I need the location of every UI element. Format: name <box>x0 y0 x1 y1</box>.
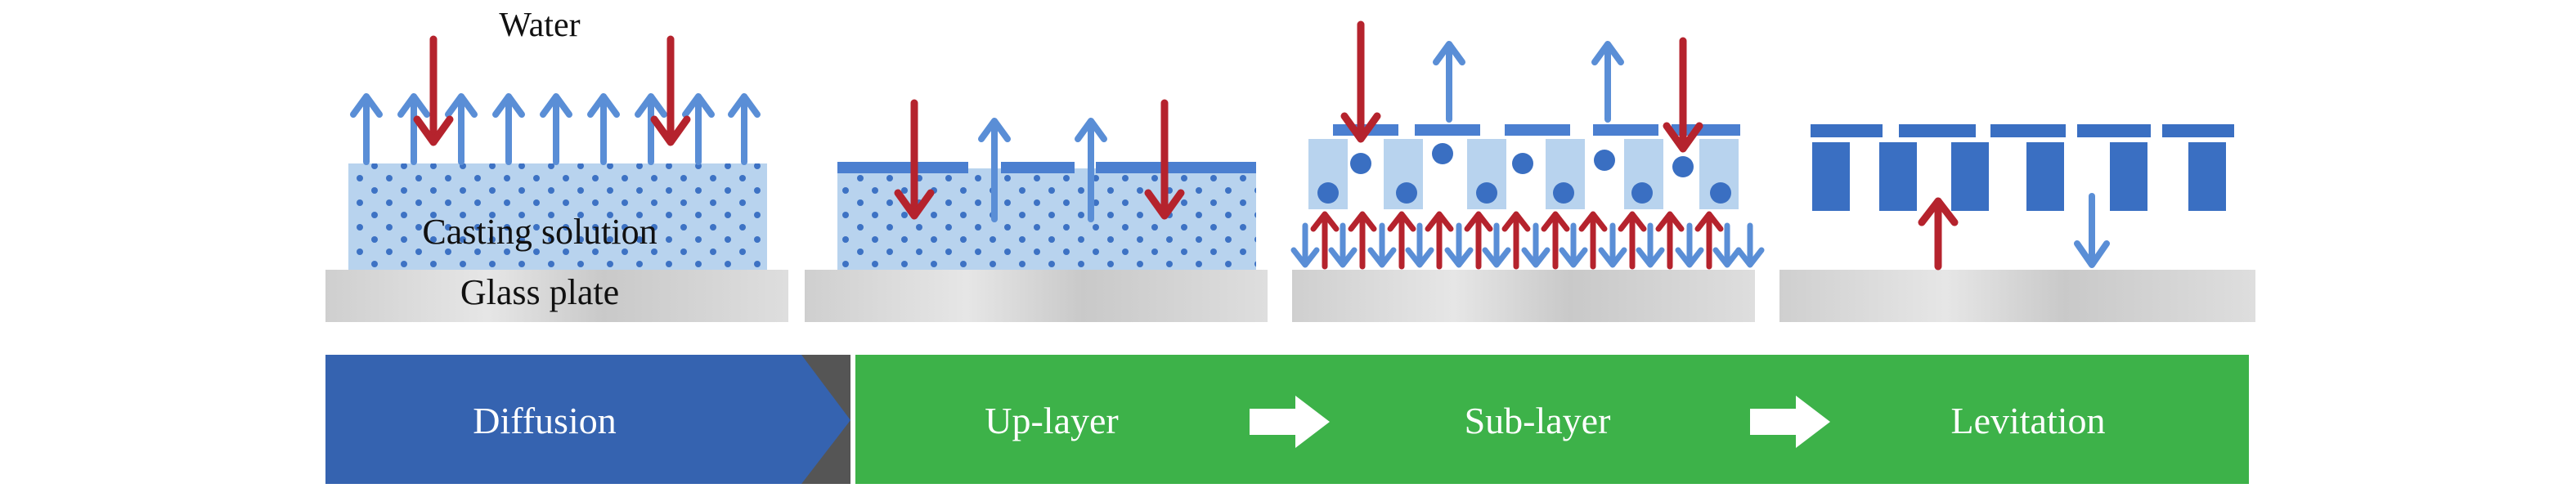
water-label: Water <box>499 7 580 44</box>
red-down-arrow <box>1340 20 1381 143</box>
white-arrow <box>1250 396 1330 448</box>
blue-down-arrow <box>1405 222 1434 268</box>
pore-columns <box>1308 139 1739 209</box>
blue-down-arrow <box>1636 222 1665 268</box>
blue-up-arrow <box>397 93 430 165</box>
solution-dots <box>348 163 767 270</box>
blue-down-arrow <box>1735 222 1765 268</box>
blue-down-arrow <box>1521 222 1551 268</box>
blue-up-arrows <box>978 118 1107 222</box>
blue-up-arrow <box>728 93 761 165</box>
blue-down-arrow <box>1598 222 1627 268</box>
red-up-arrow <box>1501 211 1531 270</box>
red-down-arrow <box>413 35 454 146</box>
blue-down-arrow <box>1712 222 1742 268</box>
bottom-blue-down-arrows <box>1290 222 1765 268</box>
blue-down-arrow <box>1559 222 1588 268</box>
levitated-blocks <box>1812 142 2226 211</box>
red-up-arrow <box>1655 211 1685 270</box>
stage-label-up-layer: Up-layer <box>985 400 1118 441</box>
red-down-arrows <box>1340 20 1703 153</box>
blue-up-arrow <box>587 93 620 165</box>
blue-down-arrow <box>2074 193 2110 268</box>
red-down-arrows <box>413 35 691 146</box>
bottom-red-up-arrows <box>1310 211 1724 270</box>
polymer-droplets <box>1317 143 1731 204</box>
panel-sub-layer <box>1290 20 1765 322</box>
skin-layer <box>1811 124 2234 137</box>
diffusion-bar <box>325 355 850 484</box>
panel-diffusion: Water Casting solution Glass plate <box>325 7 788 322</box>
blue-down-arrow <box>1444 222 1474 268</box>
glass-plate-label: Glass plate <box>460 272 619 312</box>
blue-down-arrow <box>1482 222 1511 268</box>
blue-up-arrow <box>1591 41 1624 123</box>
red-up-arrow <box>1464 211 1493 270</box>
blue-up-arrow <box>635 93 667 165</box>
skin-layer <box>1333 124 1740 136</box>
stage-label-sub-layer: Sub-layer <box>1465 400 1611 441</box>
blue-up-arrow <box>1433 41 1465 123</box>
glass-plate <box>1292 270 1755 322</box>
red-down-arrow <box>894 99 935 220</box>
red-up-arrow <box>1918 197 1959 271</box>
blue-up-arrows <box>350 93 761 165</box>
panel-up-layer <box>805 99 1268 322</box>
blue-up-arrow <box>445 93 478 165</box>
red-up-arrow <box>1694 211 1724 270</box>
blue-up-arrow <box>540 93 572 165</box>
red-up-arrow <box>1541 211 1570 270</box>
blue-up-arrow <box>350 93 383 165</box>
stage-label-levitation: Levitation <box>1950 400 2105 441</box>
red-down-arrow <box>650 35 691 146</box>
skin-layer <box>837 162 1256 173</box>
red-up-arrow <box>1310 211 1340 270</box>
red-down-arrow <box>1663 37 1703 153</box>
red-up-arrow <box>1387 211 1416 270</box>
blue-up-arrows <box>1433 41 1624 123</box>
glass-plate <box>1779 270 2255 322</box>
glass-plate <box>325 270 788 322</box>
panel-levitation <box>1779 124 2255 322</box>
blue-down-arrow <box>1328 222 1358 268</box>
solution-dots <box>837 175 1256 270</box>
casting-solution-label: Casting solution <box>422 212 657 252</box>
process-bar <box>855 355 2249 484</box>
blue-up-arrow <box>492 93 525 165</box>
blue-down-arrow <box>1290 222 1320 268</box>
blue-up-arrow <box>1075 118 1107 222</box>
stage-label-diffusion: Diffusion <box>473 400 617 441</box>
stage-bar: Diffusion Up-layer Sub-layer Levitation <box>325 355 2249 484</box>
red-down-arrow <box>1144 99 1185 220</box>
glass-plate <box>805 270 1268 322</box>
blue-up-arrow <box>682 93 715 165</box>
red-up-arrow <box>1425 211 1454 270</box>
blue-down-arrow <box>1367 222 1397 268</box>
white-arrow <box>1750 396 1830 448</box>
red-up-arrow <box>1578 211 1608 270</box>
blue-up-arrow <box>978 118 1011 222</box>
red-up-arrow <box>1618 211 1647 270</box>
blue-down-arrow <box>1675 222 1704 268</box>
red-down-arrows <box>894 99 1185 220</box>
red-up-arrow <box>1348 211 1377 270</box>
